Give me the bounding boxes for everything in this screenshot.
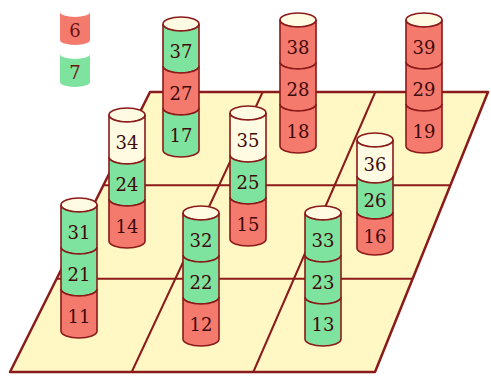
ring-band: 35 — [230, 113, 266, 162]
band-outline — [406, 104, 442, 153]
legend-item: 7 — [60, 54, 90, 87]
band-outline — [280, 20, 316, 69]
band-outline — [230, 197, 266, 246]
band-outline — [61, 247, 97, 296]
ring-band: 15 — [230, 197, 266, 246]
ring-number: 16 — [364, 228, 387, 246]
ring-number: 14 — [116, 218, 139, 236]
ring-number: 17 — [170, 127, 193, 145]
band-outline — [61, 289, 97, 338]
ring-band: 28 — [280, 62, 316, 111]
grid-lines — [57, 92, 451, 372]
band-outline — [305, 255, 341, 304]
ring-band: 31 — [61, 205, 97, 254]
ring-band: 32 — [183, 213, 219, 262]
ring-band: 33 — [305, 213, 341, 262]
ring-number: 37 — [170, 43, 193, 61]
ring-number: 27 — [170, 85, 193, 103]
ring-band: 12 — [183, 297, 219, 346]
band-outline — [230, 113, 266, 162]
ring-number: 22 — [190, 274, 213, 292]
ring-band: 17 — [163, 108, 199, 157]
band-outline — [305, 213, 341, 262]
ring-band: 25 — [230, 155, 266, 204]
ring-band: 36 — [357, 140, 393, 183]
ring-number: 21 — [68, 266, 91, 284]
peg-caps — [61, 13, 442, 220]
band-outline — [357, 212, 393, 255]
board — [10, 92, 488, 372]
legend-item: 6 — [60, 12, 90, 45]
ring-number: 13 — [312, 316, 335, 334]
ring-number: 32 — [190, 232, 213, 250]
band-outline — [406, 20, 442, 69]
band-outline — [61, 205, 97, 254]
ring-band: 37 — [163, 24, 199, 73]
band-outline — [406, 62, 442, 111]
ring-number: 39 — [413, 39, 436, 57]
ring-number: 24 — [116, 176, 139, 194]
band-outline — [357, 140, 393, 183]
ring-number: 18 — [287, 123, 310, 141]
ring-band: 23 — [305, 255, 341, 304]
band-outline — [183, 213, 219, 262]
ring-band: 27 — [163, 66, 199, 115]
ring-number: 35 — [237, 132, 260, 150]
legend-text: 7 — [69, 64, 80, 82]
band-outline — [357, 176, 393, 219]
ring-band: 26 — [357, 176, 393, 219]
ring-number: 36 — [364, 156, 387, 174]
ring-band: 16 — [357, 212, 393, 255]
band-outline — [230, 155, 266, 204]
ring-number: 26 — [364, 192, 387, 210]
ring-number: 28 — [287, 81, 310, 99]
band-outline — [305, 297, 341, 346]
ring-number: 31 — [68, 224, 91, 242]
band-outline — [163, 24, 199, 73]
ring-band: 11 — [61, 289, 97, 338]
ring-number: 38 — [287, 39, 310, 57]
ring-band: 14 — [109, 199, 145, 248]
ring-band: 19 — [406, 104, 442, 153]
ring-band: 22 — [183, 255, 219, 304]
band-outline — [163, 66, 199, 115]
ring-number: 15 — [237, 216, 260, 234]
band-outline — [109, 157, 145, 206]
ring-band: 39 — [406, 20, 442, 69]
legend-swatch — [60, 54, 90, 87]
ring-band: 24 — [109, 157, 145, 206]
ring-number: 12 — [190, 316, 213, 334]
band-outline — [280, 62, 316, 111]
ring-band: 21 — [61, 247, 97, 296]
ring-number: 33 — [312, 232, 335, 250]
ring-number: 19 — [413, 123, 436, 141]
ring-band: 13 — [305, 297, 341, 346]
band-outline — [109, 115, 145, 164]
ring-band: 34 — [109, 115, 145, 164]
band-outline — [163, 108, 199, 157]
ring-number: 11 — [68, 308, 91, 326]
band-outline — [183, 255, 219, 304]
ring-number: 23 — [312, 274, 335, 292]
ring-band: 29 — [406, 62, 442, 111]
ring-band: 38 — [280, 20, 316, 69]
legend-text: 6 — [69, 22, 80, 40]
band-outline — [109, 199, 145, 248]
ring-number: 25 — [237, 174, 260, 192]
legend-swatch — [60, 12, 90, 45]
ring-band: 18 — [280, 104, 316, 153]
band-outline — [280, 104, 316, 153]
band-outline — [183, 297, 219, 346]
ring-number: 34 — [116, 134, 139, 152]
ring-number: 29 — [413, 81, 436, 99]
